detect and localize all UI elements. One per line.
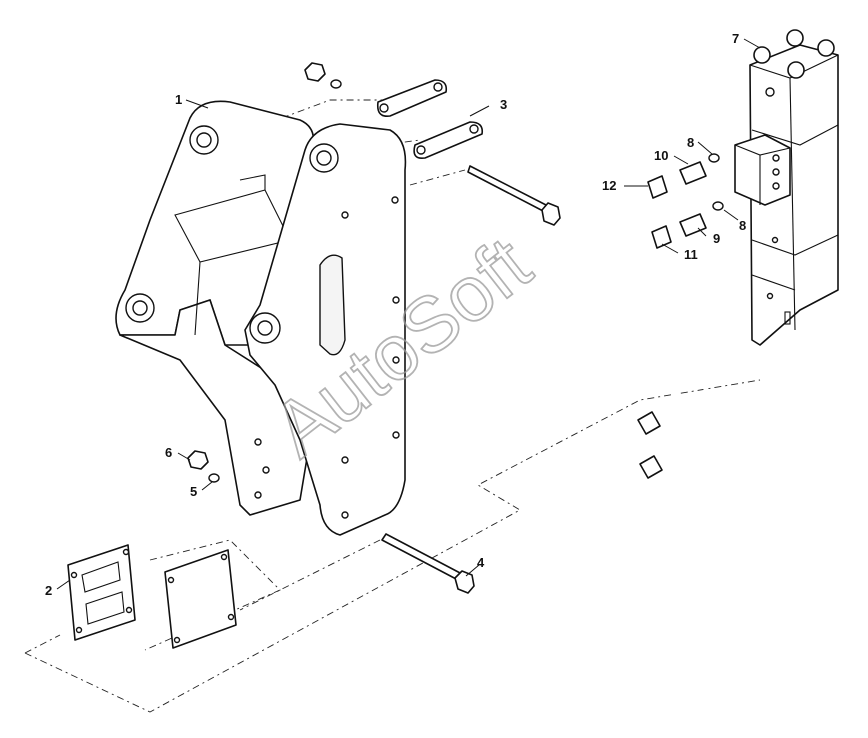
shim-plate-solid [164, 549, 237, 649]
callout-9: 9 [713, 231, 720, 246]
hose-upper [598, 175, 694, 435]
bracket-right-plate [244, 123, 407, 536]
hose-lower [608, 225, 709, 479]
nut-washer [187, 450, 220, 483]
leader-lines [56, 38, 761, 590]
upper-bolt [467, 165, 561, 226]
top-nut [304, 62, 342, 89]
link-plate-upper [376, 79, 448, 118]
valve-block [749, 29, 839, 346]
callout-8-lower: 8 [739, 218, 746, 233]
bracket-left-plate [115, 100, 315, 516]
lower-bolt [381, 533, 475, 594]
callout-12: 12 [602, 178, 616, 193]
callout-6: 6 [165, 445, 172, 460]
adapter-upper [679, 153, 720, 185]
callout-5: 5 [190, 484, 197, 499]
callout-1: 1 [175, 92, 182, 107]
adapter-lower [679, 201, 724, 237]
solenoid-box [734, 134, 791, 206]
callout-labels: 1 3 4 5 6 2 7 8 10 12 8 9 11 [45, 31, 746, 598]
callout-4: 4 [477, 555, 485, 570]
link-plate-lower [413, 121, 484, 160]
callout-11: 11 [684, 247, 698, 262]
callout-3: 3 [500, 97, 507, 112]
callout-2: 2 [45, 583, 52, 598]
callout-10: 10 [654, 148, 668, 163]
shim-plate-cutout [67, 544, 136, 641]
callout-8-upper: 8 [687, 135, 694, 150]
callout-7: 7 [732, 31, 739, 46]
